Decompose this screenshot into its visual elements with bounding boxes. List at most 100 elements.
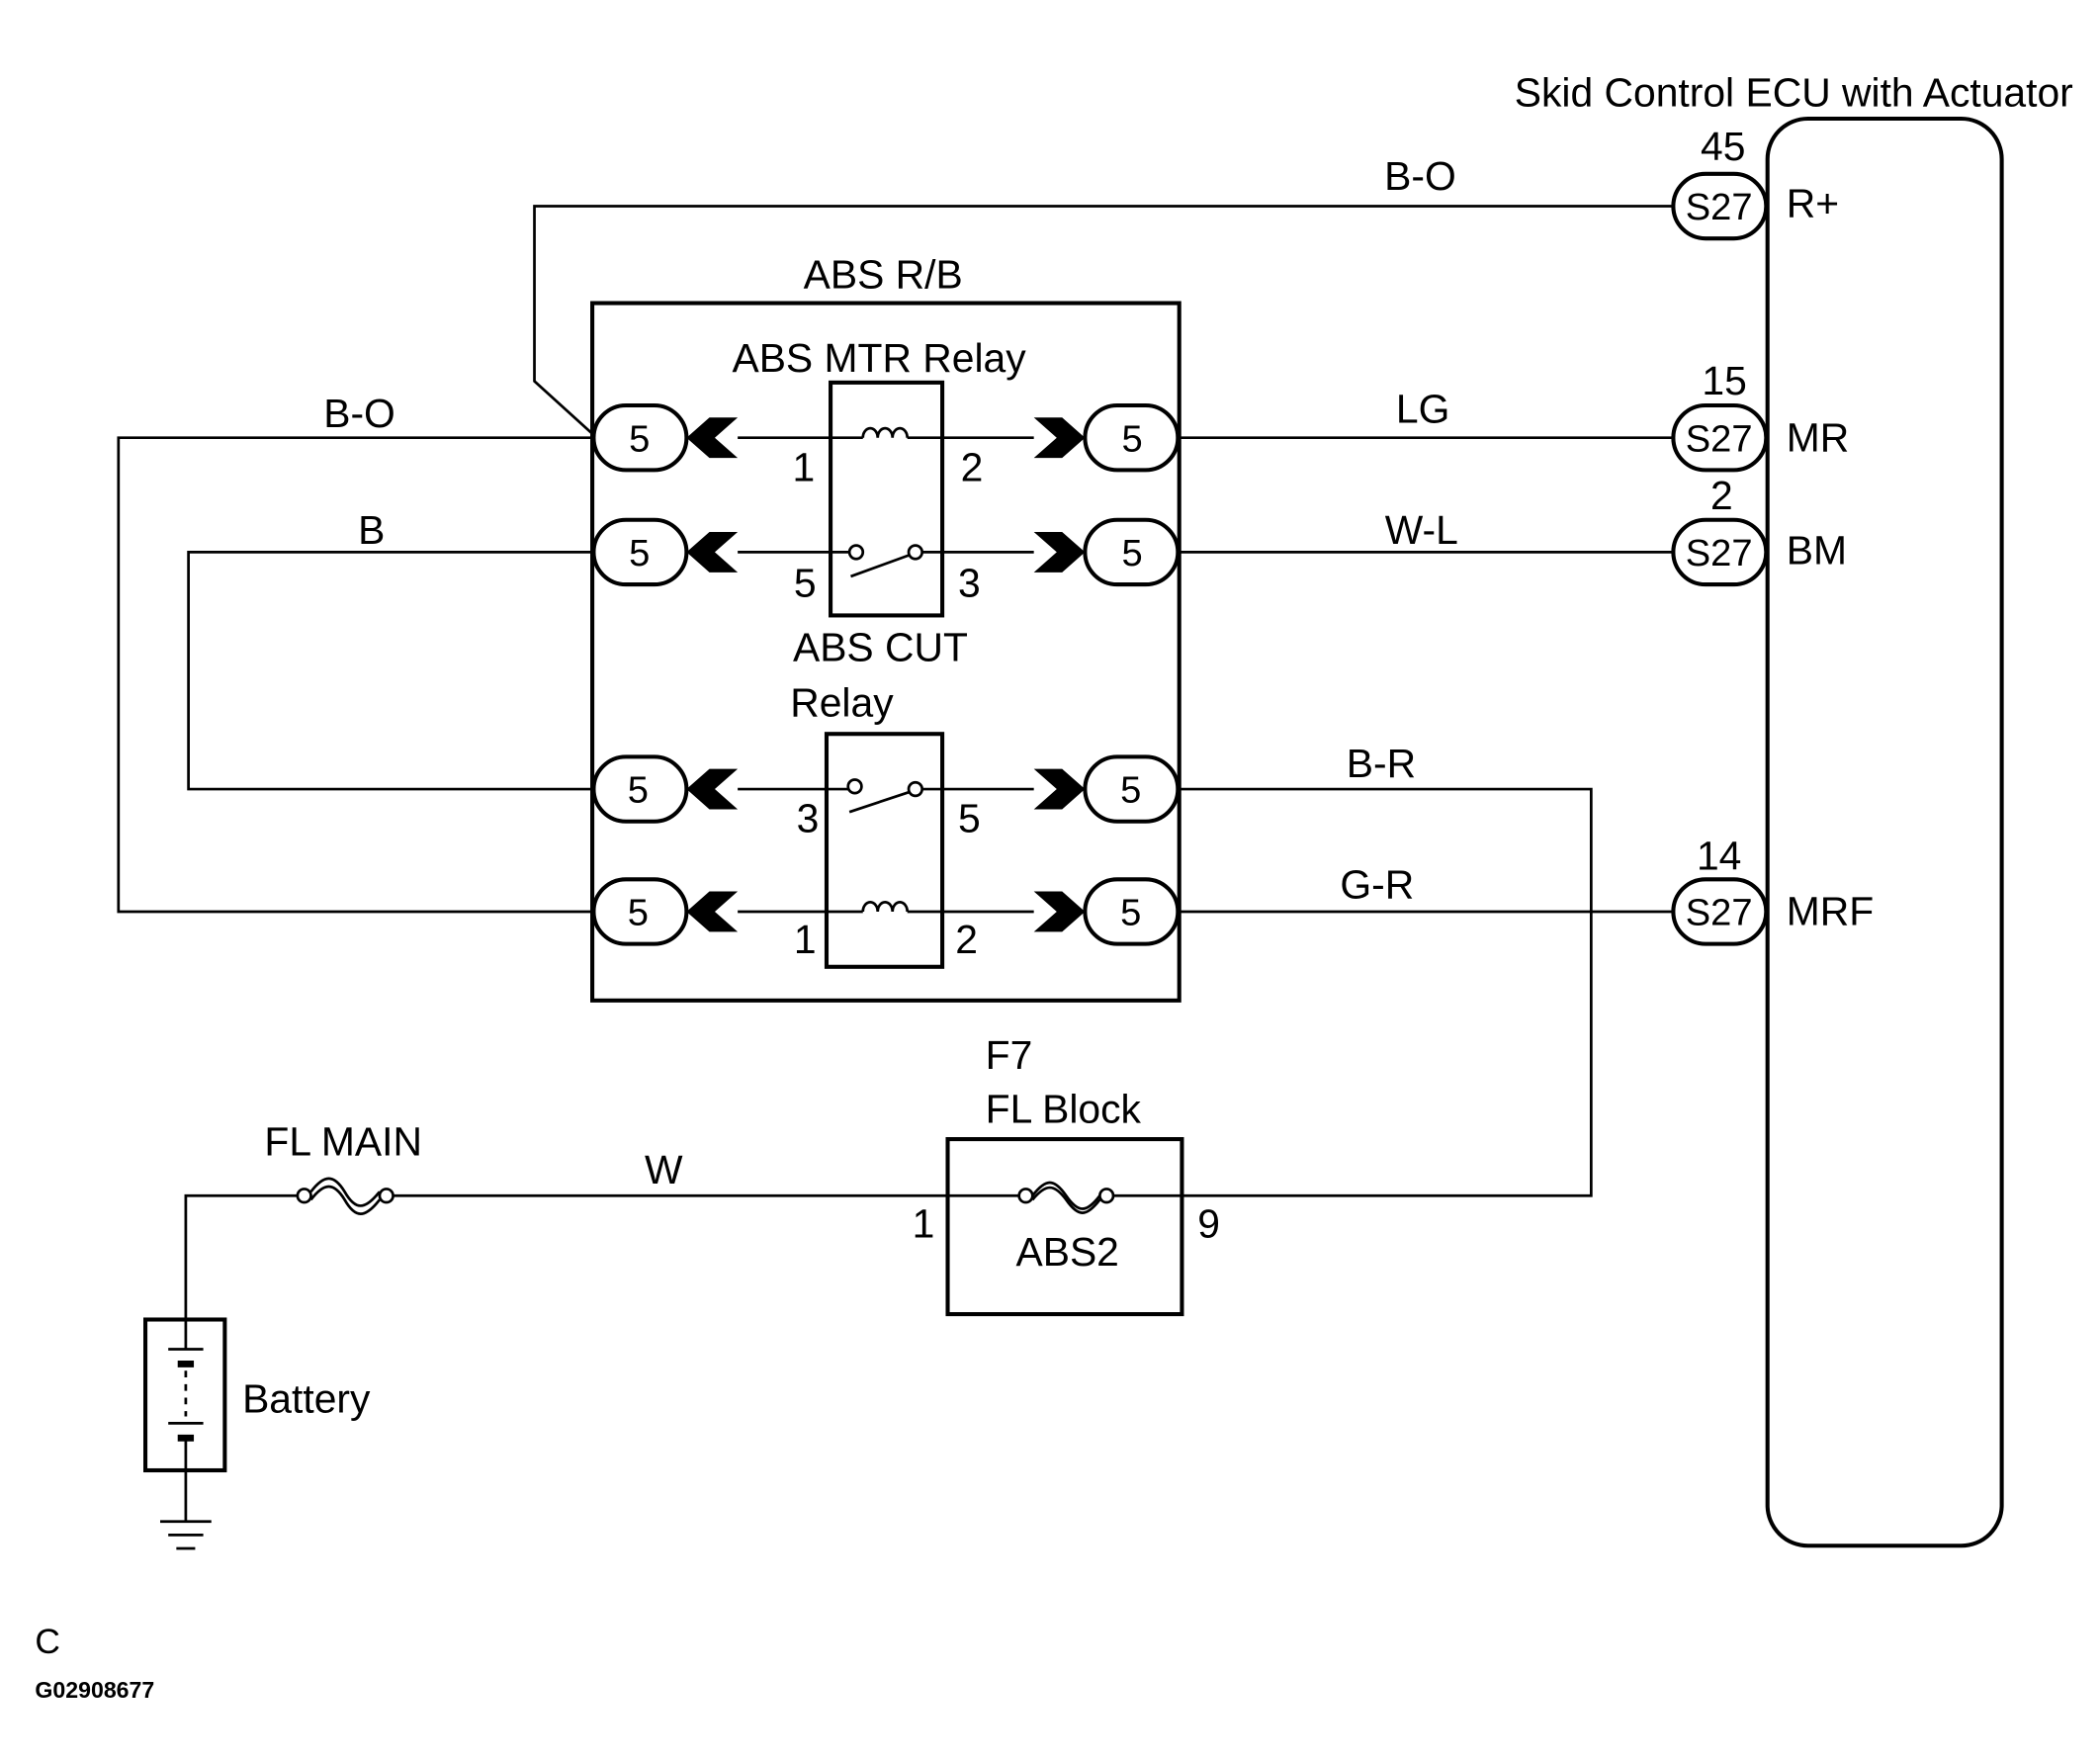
connector-number: 5: [1120, 892, 1141, 934]
ecu-connector-label: S27: [1686, 532, 1753, 574]
relay-coil-icon: [861, 901, 910, 913]
cut-switch-pin-5: 5: [958, 796, 981, 841]
relay-coil-icon: [861, 426, 910, 438]
ecu-connector-label: S27: [1686, 186, 1753, 228]
ecu-pin-number: 2: [1710, 473, 1733, 518]
ecu-terminal-label: R+: [1787, 180, 1839, 225]
ecu-housing: [1765, 116, 2004, 1548]
fl-block-title: FL Block: [986, 1087, 1142, 1132]
wire-label-w: W: [645, 1147, 683, 1192]
chevron-right-icon: [1033, 891, 1086, 932]
chevron-right-icon: [1033, 768, 1086, 810]
wire-battery-to-fl-main: [184, 1193, 298, 1320]
connector-number: 5: [1120, 769, 1141, 812]
mtr-coil-pin-1: 1: [792, 444, 815, 489]
cut-relay-title-line1: ABS CUT: [793, 625, 968, 670]
abs-mtr-relay: ABS MTR Relay 1 2 5 3: [732, 335, 1034, 618]
cut-coil-pin-2: 2: [955, 917, 978, 962]
relay-block-connector-left-1: 5: [591, 402, 739, 473]
wire-label-wl: W-L: [1385, 507, 1458, 553]
ecu-terminal-label: MR: [1787, 414, 1850, 460]
ecu-pin-number: 45: [1701, 124, 1745, 169]
wire-label-bo-left: B-O: [323, 391, 395, 436]
fl-block-pin-in: 1: [913, 1200, 935, 1246]
relay-block-connector-right-2: 5: [1033, 517, 1181, 587]
cut-relay-title-line2: Relay: [790, 680, 894, 726]
relay-block-connector-left-2: 5: [591, 517, 739, 587]
chevron-left-icon: [686, 532, 739, 573]
switch-terminal-icon: [846, 778, 863, 795]
relay-block-housing: [590, 301, 1181, 1003]
footer-section: C: [35, 1623, 60, 1661]
connector-number: 5: [1121, 532, 1142, 574]
wire-label-gr: G-R: [1340, 861, 1414, 907]
fuse-icon-outline: [1031, 1186, 1101, 1214]
footer-figure-id: G02908677: [35, 1677, 154, 1703]
relay-block-connector-left-3: 5: [591, 754, 739, 824]
wire-label-b: B: [358, 507, 385, 553]
ecu-connector-label: S27: [1686, 417, 1753, 460]
ecu-pin-number: 15: [1702, 358, 1746, 403]
fl-block-housing: [945, 1137, 1184, 1317]
switch-terminal-icon: [847, 544, 865, 561]
relay-block-connector-right-4: 5: [1033, 877, 1181, 946]
abs-cut-relay: ABS CUT Relay 3 5 1 2: [738, 625, 1034, 969]
ecu-pin-mrf: 14 S27 MRF: [1671, 834, 1874, 946]
fuse-terminal-icon: [1098, 1188, 1115, 1204]
wire-bo-ecu-r-plus: [533, 205, 1674, 435]
relay-block-title: ABS R/B: [804, 252, 963, 298]
battery-label: Battery: [242, 1375, 371, 1421]
wire-bo-left: [117, 436, 594, 914]
fusible-link-icon-outline: [309, 1185, 382, 1215]
ecu-pin-number: 14: [1697, 834, 1741, 879]
chevron-right-icon: [1033, 532, 1086, 573]
connector-number: 5: [628, 892, 649, 934]
battery-icon: [143, 1317, 227, 1473]
cut-coil-pin-1: 1: [794, 917, 817, 962]
wire-label-lg: LG: [1396, 387, 1449, 432]
ground-icon: [160, 1469, 212, 1550]
mtr-switch-pin-5: 5: [794, 560, 817, 605]
connector-number: 5: [629, 417, 650, 460]
mtr-relay-housing: [829, 380, 945, 618]
mtr-relay-title: ABS MTR Relay: [732, 335, 1026, 381]
switch-contact-icon: [848, 790, 911, 814]
fl-block-fuse-name: ABS2: [1015, 1229, 1118, 1275]
connector-number: 5: [1121, 417, 1142, 460]
chevron-left-icon: [686, 768, 739, 810]
ecu-terminal-label: MRF: [1787, 889, 1874, 934]
fl-block-pin-out: 9: [1197, 1200, 1220, 1246]
connector-number: 5: [629, 532, 650, 574]
fuse-terminal-icon: [1017, 1188, 1034, 1204]
connector-number: 5: [628, 769, 649, 812]
cut-relay-housing: [824, 732, 945, 969]
switch-terminal-icon: [907, 544, 924, 561]
relay-block-connector-left-4: 5: [591, 877, 739, 946]
wire-label-bo-top: B-O: [1384, 153, 1456, 199]
ecu-pin-r-plus: 45 S27 R+: [1671, 124, 1839, 241]
ecu-connector-label: S27: [1686, 892, 1753, 934]
wire-b: [187, 551, 594, 791]
mtr-switch-pin-3: 3: [958, 560, 981, 605]
fuse-icon: [1031, 1181, 1101, 1210]
wire-br: [1112, 787, 1593, 1197]
switch-terminal-icon: [907, 780, 924, 798]
ecu-pin-bm: 2 S27 BM: [1671, 473, 1847, 587]
ecu-title: Skid Control ECU with Actuator: [1515, 70, 2073, 116]
wire-label-br: B-R: [1347, 741, 1416, 786]
cut-switch-pin-3: 3: [797, 796, 820, 841]
fl-block-connector: F7: [986, 1032, 1033, 1078]
chevron-right-icon: [1033, 417, 1086, 459]
fuse-terminal-icon: [378, 1188, 394, 1204]
fuse-terminal-icon: [296, 1188, 312, 1204]
ecu-terminal-label: BM: [1787, 528, 1847, 573]
chevron-left-icon: [686, 891, 739, 932]
switch-contact-icon: [850, 553, 911, 578]
ecu-pin-mr: 15 S27 MR: [1671, 358, 1850, 473]
relay-block-connector-right-1: 5: [1033, 402, 1181, 473]
mtr-coil-pin-2: 2: [961, 444, 984, 489]
relay-block-connector-right-3: 5: [1033, 754, 1181, 824]
fusible-link-icon: [309, 1177, 382, 1207]
fl-main-label: FL MAIN: [264, 1118, 422, 1164]
